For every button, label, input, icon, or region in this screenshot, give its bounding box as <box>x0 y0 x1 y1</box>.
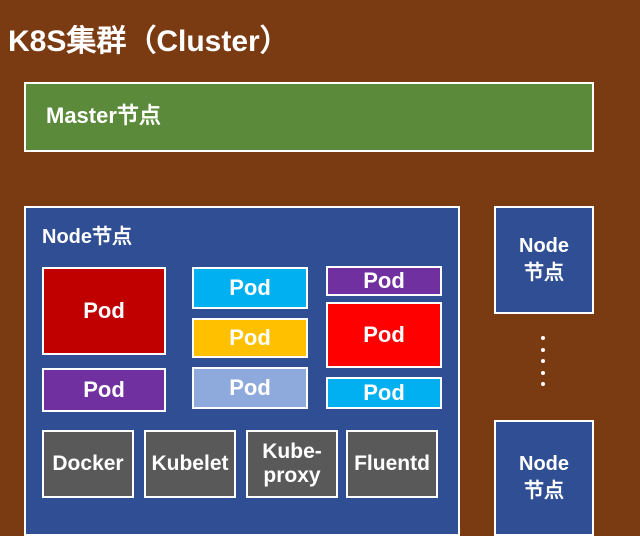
pod-box: Pod <box>326 377 442 409</box>
pod-label: Pod <box>83 377 125 402</box>
pod-label: Pod <box>229 325 271 350</box>
pod-label: Pod <box>363 380 405 405</box>
pod-box: Pod <box>192 318 308 358</box>
cluster-title: K8S集群（Cluster） <box>8 25 290 58</box>
component-docker: Docker <box>42 430 134 498</box>
component-kubelet: Kubelet <box>144 430 236 498</box>
pod-box: Pod <box>326 302 442 368</box>
node-side-box: Node 节点 <box>494 206 594 314</box>
pod-box: Pod <box>192 267 308 309</box>
component-fluentd: Fluentd <box>346 430 438 498</box>
node-main: Node节点 Pod Pod Pod Pod Pod Pod Pod Pod D… <box>24 206 460 536</box>
node-side-label: Node 节点 <box>519 453 569 502</box>
node-side-box: Node 节点 <box>494 420 594 536</box>
node-label: Node节点 <box>42 226 132 248</box>
master-node: Master节点 <box>24 82 594 152</box>
pod-label: Pod <box>363 322 405 347</box>
component-kube-proxy: Kube- proxy <box>246 430 338 498</box>
component-label: Kubelet <box>151 452 229 475</box>
pod-label: Pod <box>363 268 405 293</box>
pod-box: Pod <box>42 368 166 412</box>
pod-box: Pod <box>192 367 308 409</box>
component-label: Docker <box>52 452 124 475</box>
ellipsis-dots <box>538 336 548 386</box>
pod-label: Pod <box>229 375 271 400</box>
pod-box: Pod <box>326 266 442 296</box>
pod-label: Pod <box>83 298 125 323</box>
master-node-label: Master节点 <box>46 103 161 128</box>
pod-label: Pod <box>229 275 271 300</box>
component-label: Kube- proxy <box>262 440 322 487</box>
component-label: Fluentd <box>354 452 430 475</box>
pod-box: Pod <box>42 267 166 355</box>
node-side-label: Node 节点 <box>519 235 569 284</box>
